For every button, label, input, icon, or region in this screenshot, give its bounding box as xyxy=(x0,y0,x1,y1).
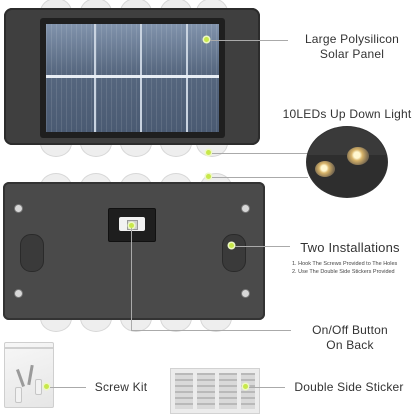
led-cover-bottom xyxy=(80,143,112,157)
keyhole-right xyxy=(222,234,246,272)
screw-kit-label-text: Screw Kit xyxy=(94,380,148,394)
callout-dot-panel xyxy=(204,37,209,42)
button-label-line1: On/Off Button xyxy=(312,323,388,337)
solar-panel-label-line2: Solar Panel xyxy=(319,47,385,61)
installation-step-1: 1. Hook The Screws Provided to The Holes xyxy=(292,261,398,267)
leader-leds xyxy=(212,153,308,154)
sticker-label-text: Double Side Sticker xyxy=(294,380,404,394)
leader-sticker xyxy=(249,387,285,388)
device-back-body xyxy=(3,182,265,320)
sticker-label: Double Side Sticker xyxy=(286,380,412,395)
leader-leds xyxy=(212,177,308,178)
screw-kit-label: Screw Kit xyxy=(86,380,156,395)
led-cover-bottom xyxy=(196,143,228,157)
keyhole-left xyxy=(20,234,44,272)
screw-icon xyxy=(14,204,23,213)
wall-anchor-icon xyxy=(35,379,42,395)
solar-light-front xyxy=(0,0,262,160)
screw-icon xyxy=(16,369,25,387)
led-cover-bottom xyxy=(40,318,72,332)
solar-panel-label: Large Polysilicon Solar Panel xyxy=(288,32,416,62)
led-bulb xyxy=(347,147,369,165)
sticker-strip xyxy=(197,373,215,409)
screw-icon xyxy=(27,364,34,386)
solar-light-back xyxy=(0,168,270,333)
sticker-strip xyxy=(175,373,193,409)
led-cover-bottom xyxy=(120,143,152,157)
leader-screw-kit xyxy=(50,387,86,388)
sticker-sheet xyxy=(170,368,260,414)
callout-dot-leds xyxy=(206,174,211,179)
callout-dot-button xyxy=(129,223,134,228)
sticker-strip xyxy=(241,373,255,409)
installation-step-2: 2. Use The Double Side Stickers Provided xyxy=(292,269,395,275)
callout-dot-sticker xyxy=(243,384,248,389)
button-label-line2: On Back xyxy=(326,338,374,352)
callout-dot-install xyxy=(229,243,234,248)
led-cover-bottom xyxy=(80,318,112,332)
leader-button xyxy=(131,228,132,330)
installations-steps: 1. Hook The Screws Provided to The Holes… xyxy=(292,260,416,276)
callout-dot-leds xyxy=(206,150,211,155)
screw-icon xyxy=(14,289,23,298)
leader-button xyxy=(131,330,291,331)
callout-dot-screw-kit xyxy=(44,384,49,389)
wall-anchor-icon xyxy=(15,387,22,403)
installations-title-text: Two Installations xyxy=(300,240,400,255)
screw-kit-bag xyxy=(4,342,54,408)
bag-seal xyxy=(5,347,53,349)
solar-panel-label-line1: Large Polysilicon xyxy=(304,32,400,46)
led-closeup xyxy=(306,126,388,198)
solar-panel xyxy=(46,24,219,132)
screw-icon xyxy=(241,204,250,213)
leds-label-text: 10LEDs Up Down Light xyxy=(282,107,412,121)
sticker-strip xyxy=(219,373,237,409)
screw-icon xyxy=(241,289,250,298)
installations-title: Two Installations xyxy=(290,240,410,255)
leader-install xyxy=(235,246,290,247)
panel-center-line xyxy=(46,75,219,78)
leader-panel xyxy=(210,40,288,41)
led-cover-bottom xyxy=(160,143,192,157)
led-bulb xyxy=(315,161,335,177)
led-cover-bottom xyxy=(40,143,72,157)
button-label: On/Off Button On Back xyxy=(290,323,410,353)
leds-label: 10LEDs Up Down Light xyxy=(278,107,416,122)
